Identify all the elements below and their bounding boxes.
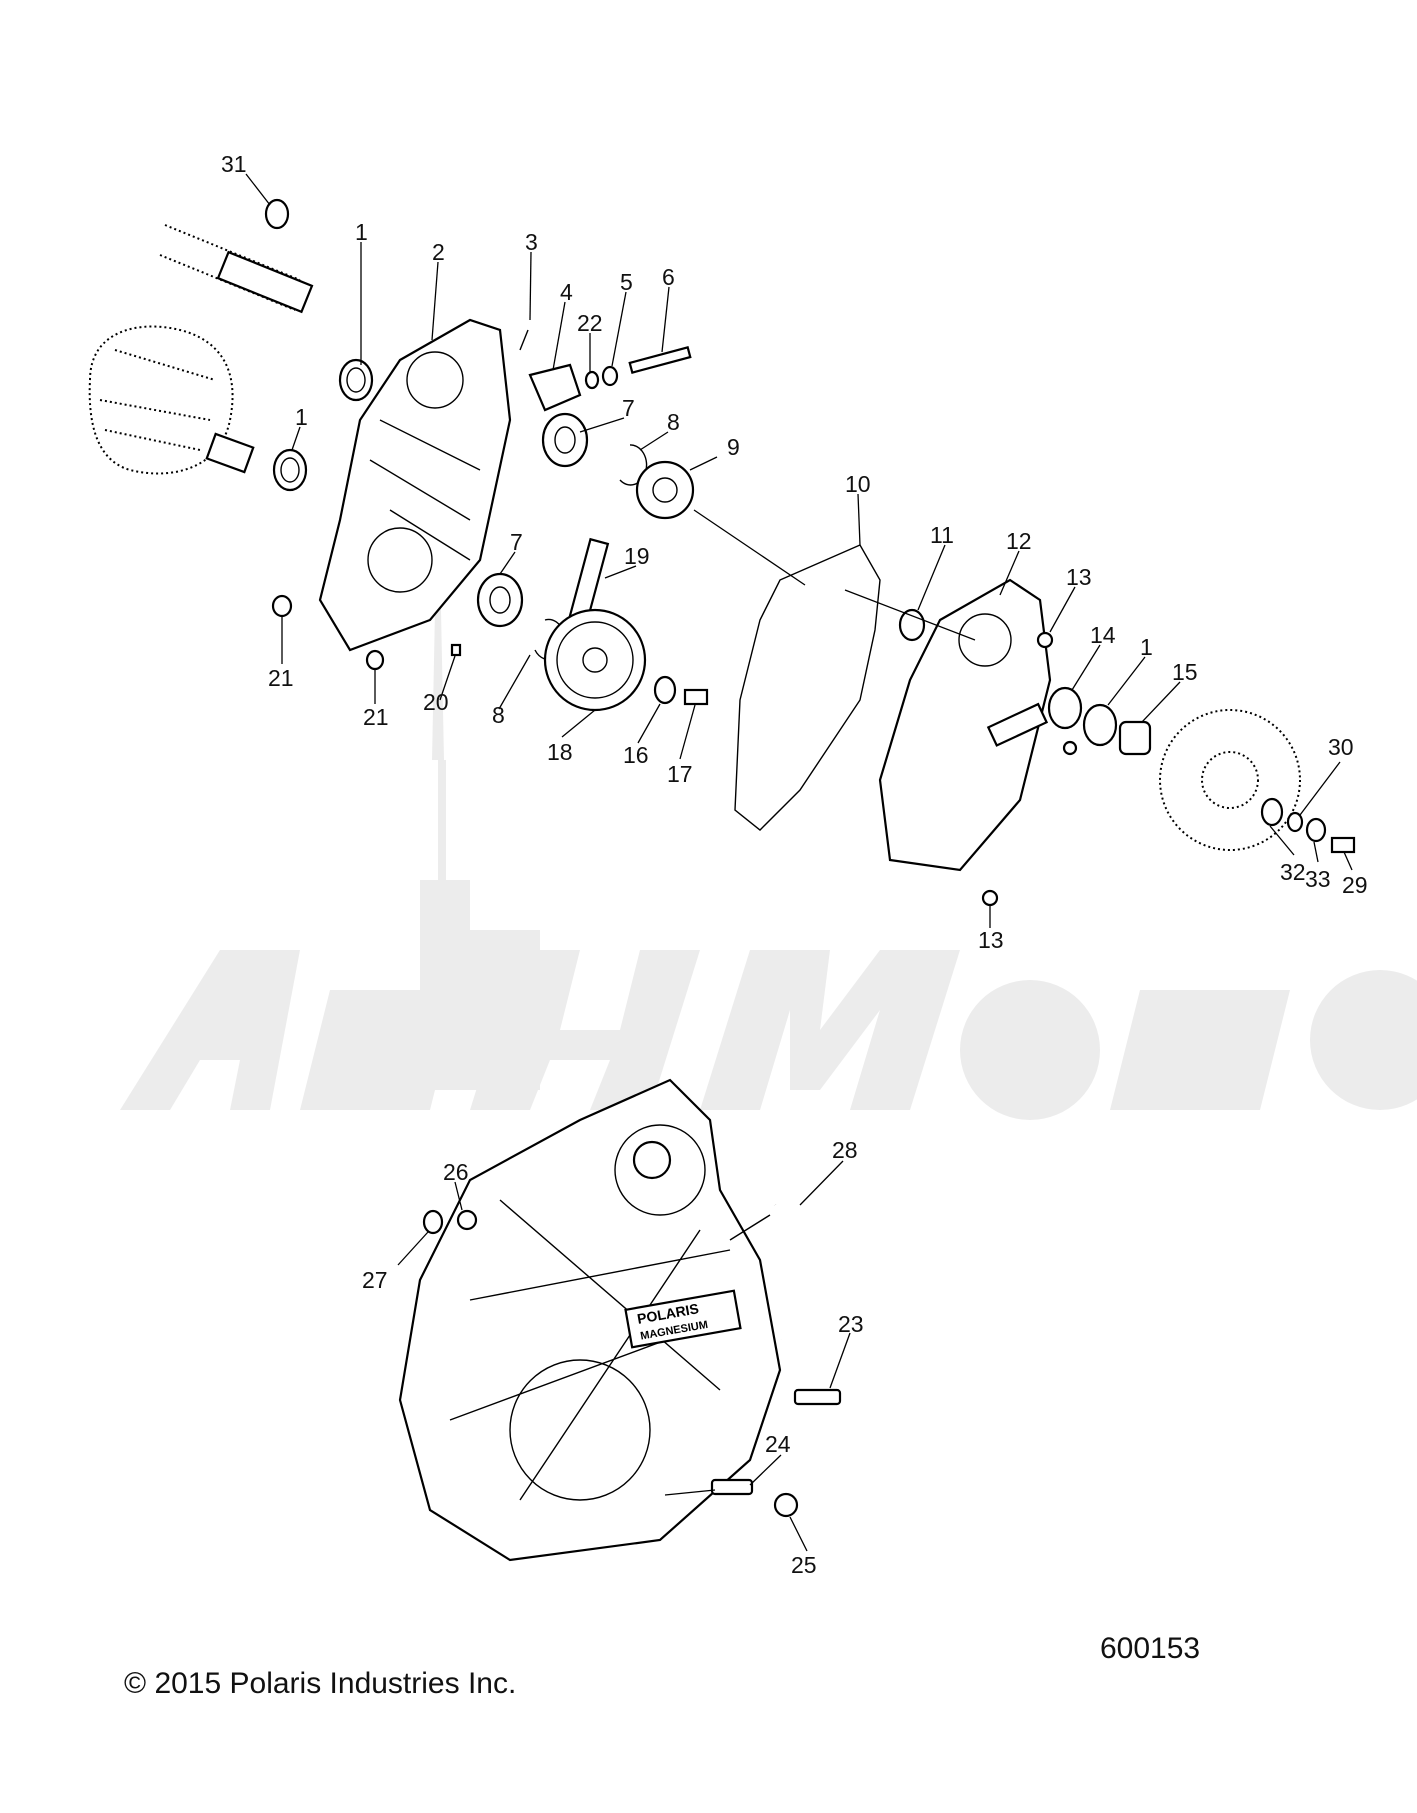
bearing: [476, 412, 589, 628]
callout-19: 19: [624, 543, 650, 569]
callout-3: 3: [525, 229, 538, 255]
callout-18: 18: [547, 739, 573, 765]
output-shaft: [159, 198, 314, 314]
brake-disc-outline: [1159, 709, 1301, 851]
callout-33: 33: [1305, 866, 1331, 892]
top-sprocket: [635, 460, 695, 520]
callout-22: 22: [577, 310, 603, 336]
watermark-logo: [120, 560, 1417, 1120]
cover-hardware: [422, 1209, 842, 1518]
diagram-number: 600153: [1100, 1632, 1201, 1665]
outer-chaincase-cover: [878, 578, 1052, 872]
callout-32: 32: [1280, 859, 1306, 885]
callout-27: 27: [362, 1267, 388, 1293]
callout-16: 16: [623, 742, 649, 768]
callout-30: 30: [1328, 734, 1354, 760]
callout-2: 2: [432, 239, 445, 265]
oil-seal: [272, 358, 374, 492]
callout-11: 11: [930, 522, 954, 548]
callout-leaders-upper: [245, 173, 1353, 928]
callout-leaders-lower: [397, 1160, 851, 1552]
callout-13: 13: [978, 927, 1004, 953]
callout-8: 8: [492, 702, 505, 728]
bottom-sprocket: [543, 608, 647, 712]
callout-25: 25: [791, 1552, 817, 1578]
callout-8: 8: [667, 409, 680, 435]
callout-7: 7: [622, 395, 635, 421]
washer-and-bolt: [653, 675, 709, 706]
callout-15: 15: [1172, 659, 1198, 685]
engine-housing-outline: [88, 325, 255, 475]
assembled-chaincase: POLARIS MAGNESIUM: [398, 1078, 782, 1562]
disc-washers-and-bolt: [1260, 797, 1356, 854]
callout-1: 1: [355, 219, 368, 245]
callout-7: 7: [510, 529, 523, 555]
callout-29: 29: [1342, 872, 1368, 898]
vent-hose: [729, 1204, 789, 1341]
cover-nuts: [981, 631, 1078, 907]
callout-23: 23: [838, 1311, 864, 1337]
callout-4: 4: [560, 279, 573, 305]
callout-9: 9: [727, 434, 740, 460]
callout-28: 28: [832, 1137, 858, 1163]
callout-1: 1: [295, 404, 308, 430]
callout-26: 26: [443, 1159, 469, 1185]
callout-24: 24: [765, 1431, 791, 1457]
callout-13: 13: [1066, 564, 1092, 590]
callout-1: 1: [1140, 634, 1153, 660]
case-fasteners: [271, 594, 462, 671]
callout-labels: 31 1 2 3 4 22 5 6 1 7 8 9 10 7 19 11 12 …: [221, 151, 1368, 1578]
copyright-notice: © 2015 Polaris Industries Inc.: [124, 1667, 517, 1700]
callout-21: 21: [363, 704, 389, 730]
callout-6: 6: [662, 264, 675, 290]
callout-10: 10: [845, 471, 871, 497]
cover-gasket: [734, 544, 881, 831]
callout-5: 5: [620, 269, 633, 295]
callout-20: 20: [423, 689, 449, 715]
callout-12: 12: [1006, 528, 1032, 554]
inner-chaincase: [318, 318, 512, 652]
output-seals-and-spacer: [898, 608, 1152, 756]
callout-21: 21: [268, 665, 294, 691]
chain-tensioner-parts: [519, 329, 692, 412]
callout-14: 14: [1090, 622, 1116, 648]
callout-31: 31: [221, 151, 247, 177]
callout-17: 17: [667, 761, 693, 787]
